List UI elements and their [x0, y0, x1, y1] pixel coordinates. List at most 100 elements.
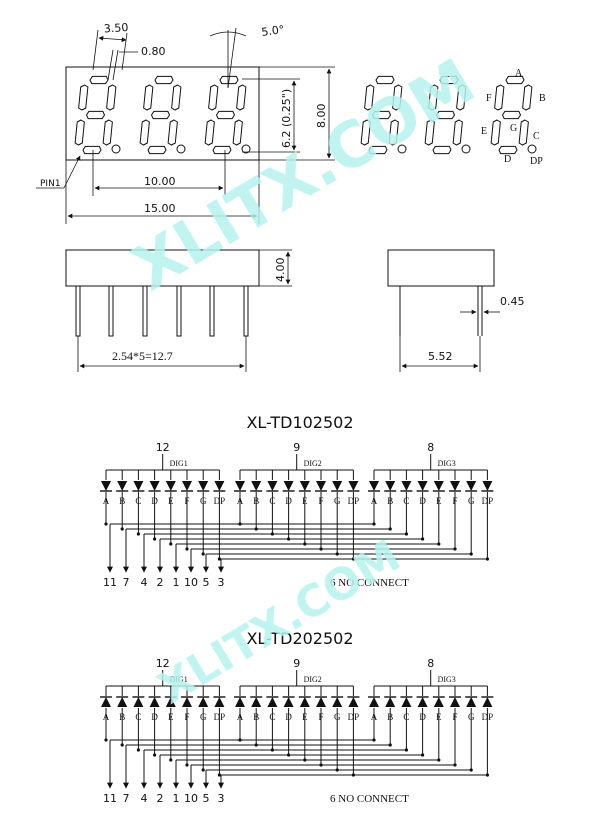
segment-label: E	[436, 712, 442, 722]
diode-c	[401, 481, 412, 491]
junction-dot	[201, 768, 205, 772]
diode-f	[182, 697, 192, 707]
diode-a	[369, 697, 379, 707]
junction-dot	[104, 738, 108, 742]
seg-f	[364, 84, 375, 111]
side-body-right	[387, 249, 495, 287]
seg-label-e: E	[481, 126, 487, 137]
seg-f	[428, 84, 439, 111]
front-digit-3	[204, 75, 251, 155]
segment-label: A	[237, 496, 244, 506]
segment-label: B	[119, 712, 125, 722]
junction-dot	[120, 743, 124, 747]
junction-dot	[136, 748, 140, 752]
schematic-title: XL-TD102502	[246, 413, 353, 432]
segment-label: D	[419, 496, 426, 506]
diode-a	[369, 481, 379, 491]
segment-label: C	[135, 712, 141, 722]
pin-number: 1	[173, 576, 180, 589]
segment-label: F	[318, 712, 323, 722]
seg-g	[150, 110, 171, 120]
segment-label: E	[302, 712, 308, 722]
side-pin-1	[75, 285, 81, 337]
segment-label: A	[237, 712, 244, 722]
diode-dp	[214, 697, 225, 707]
segment-label: A	[103, 712, 110, 722]
diode-f	[316, 697, 326, 707]
right-digit-view	[360, 75, 537, 155]
diode-dp	[482, 697, 493, 707]
diode-a	[101, 481, 111, 491]
no-connect-note: 6 NO CONNECT	[330, 577, 409, 589]
diode-dp	[348, 481, 359, 491]
seg-f	[208, 84, 219, 111]
pin-number: 5	[203, 576, 210, 589]
diode-f	[316, 481, 326, 491]
segment-label: C	[135, 496, 141, 506]
segment-label: A	[371, 712, 378, 722]
seg-d	[498, 145, 518, 155]
junction-dot	[185, 763, 189, 767]
diode-c	[267, 697, 278, 707]
segment-label: D	[419, 712, 426, 722]
digit-name: DIG1	[170, 675, 188, 684]
segment-label: B	[387, 712, 393, 722]
segment-label: A	[371, 496, 378, 506]
diode-c	[267, 481, 278, 491]
seg-f	[494, 84, 505, 111]
diode-e	[433, 481, 444, 491]
pin-number: 3	[218, 576, 225, 589]
segment-label: G	[334, 712, 341, 722]
seg-e	[424, 119, 435, 146]
segment-label: C	[403, 712, 409, 722]
seg-e	[360, 119, 371, 146]
seg-label-d: D	[504, 154, 511, 165]
digit-pin-number: 12	[156, 441, 170, 454]
no-connect-note: 6 NO CONNECT	[330, 793, 409, 805]
watermark-mid: XLITX.COM	[149, 530, 409, 714]
junction-dot	[185, 547, 189, 551]
front-digit-2	[139, 75, 186, 155]
segment-label: DP	[482, 712, 494, 722]
diode-b	[251, 481, 262, 491]
front-digits	[74, 75, 251, 155]
seg-a	[219, 75, 239, 85]
front-view	[65, 66, 260, 161]
segment-label: D	[151, 496, 158, 506]
junction-dot	[217, 557, 221, 561]
diode-d	[149, 481, 160, 491]
pin-number: 4	[141, 576, 148, 589]
segment-label: DP	[348, 712, 360, 722]
diode-b	[117, 697, 128, 707]
dim-pin-dia: 0.45	[500, 295, 525, 308]
dim-pin-span: 10.00	[144, 175, 176, 188]
seg-a	[89, 75, 109, 85]
seg-d	[212, 145, 232, 155]
seg-label-f: F	[486, 93, 492, 104]
seg-label-c: C	[533, 131, 540, 142]
diode-c	[133, 697, 144, 707]
digit-name: DIG1	[170, 459, 188, 468]
right-digit-2	[424, 75, 471, 155]
side-pin-6	[243, 285, 249, 337]
segment-label: G	[200, 496, 207, 506]
seg-d	[432, 145, 452, 155]
pin-number: 2	[157, 576, 164, 589]
watermark-layer: XLITX.COM XLITX.COM	[120, 45, 487, 715]
segment-label: DP	[214, 712, 226, 722]
diode-d	[149, 697, 160, 707]
junction-dot	[153, 537, 157, 541]
diode-b	[385, 697, 396, 707]
front-dim-labels: 3.50 0.80 5.0° 6.2 (0.25") 8.00 10.00 15…	[40, 21, 328, 215]
diode-a	[235, 697, 245, 707]
segment-label: G	[200, 712, 207, 722]
pin-number: 10	[184, 792, 198, 805]
diode-f	[182, 481, 192, 491]
seg-g	[435, 110, 456, 120]
display-body-outline	[65, 66, 260, 161]
junction-dot	[201, 552, 205, 556]
segment-label: B	[253, 712, 259, 722]
pin-number: 7	[123, 792, 130, 805]
decimal-point	[111, 144, 121, 154]
digit-pin-number: 9	[293, 657, 300, 670]
